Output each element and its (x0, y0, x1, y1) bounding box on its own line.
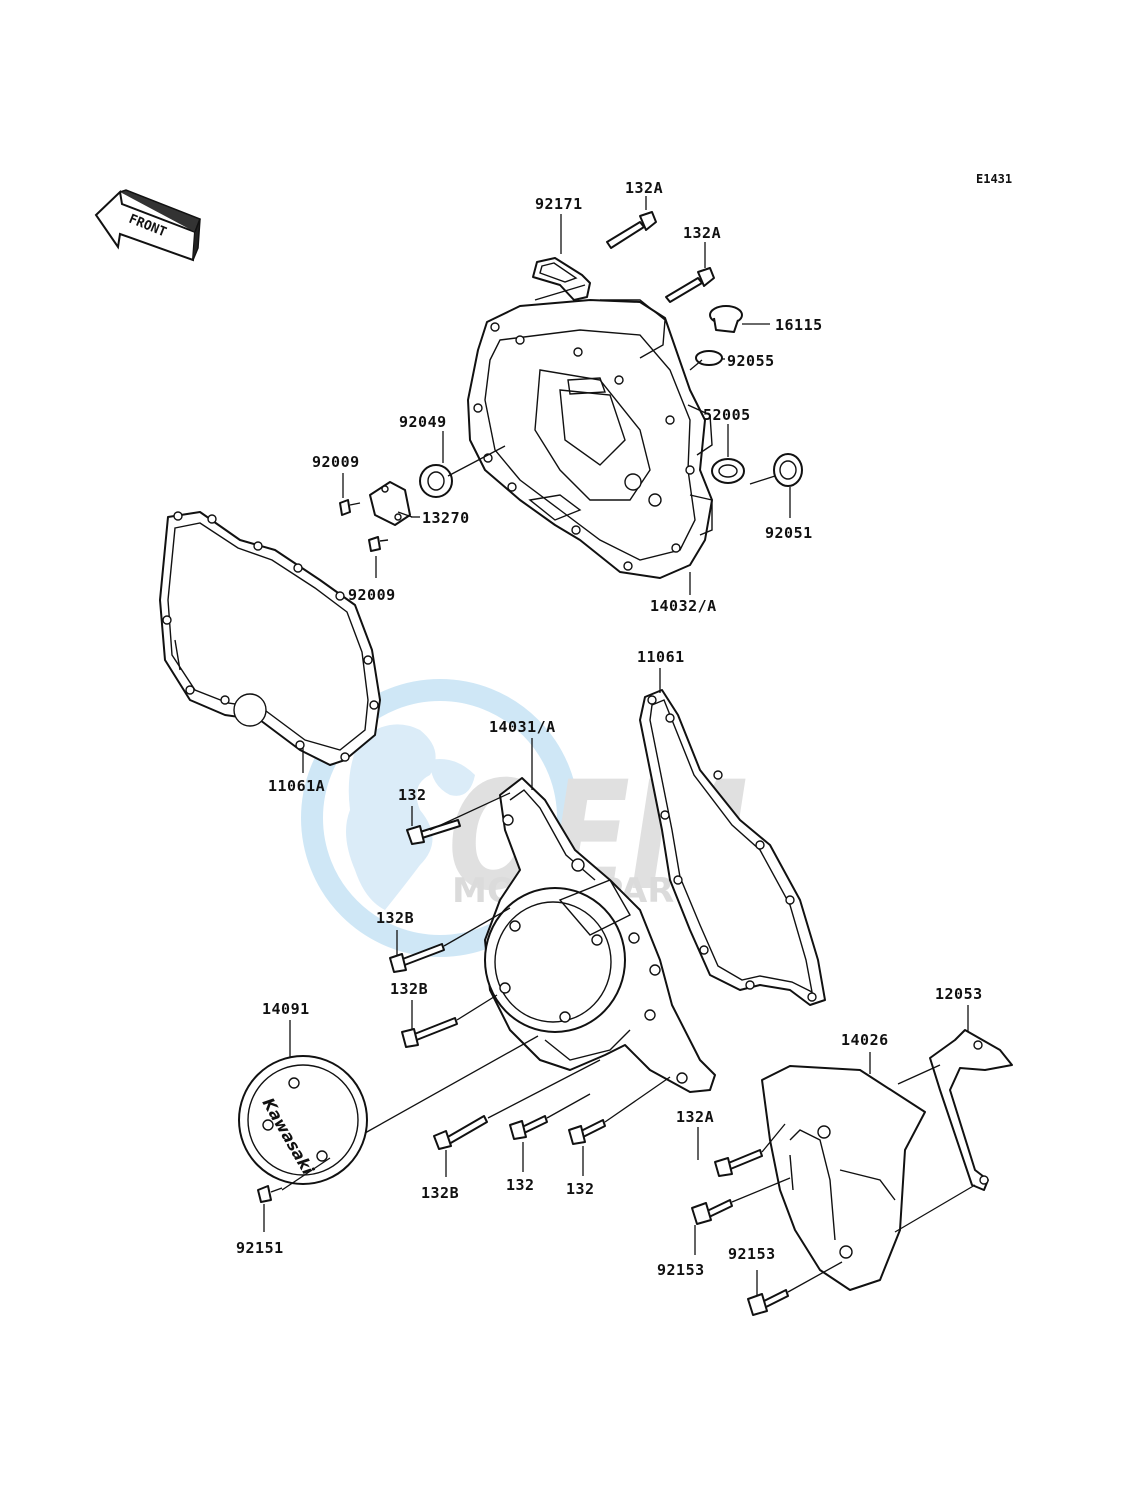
screw-92009-1 (339, 499, 361, 516)
seal-92051 (773, 453, 803, 487)
sprocket-cover-14026 (761, 1065, 926, 1291)
round-cover-14091: Kawasaki (238, 1055, 368, 1185)
label-52005: 52005 (703, 406, 751, 424)
generator-cover-14031a (484, 777, 716, 1093)
clutch-cover-upper (467, 299, 713, 579)
part-labels: 92171 132A 132A 16115 92055 52005 92049 … (236, 179, 983, 1279)
label-11061: 11061 (637, 648, 685, 666)
watermark-continents (346, 724, 475, 910)
label-132a-1: 132A (625, 179, 663, 197)
label-92009-1: 92009 (312, 453, 360, 471)
bolt-132b-1 (389, 943, 445, 973)
gasket-11061 (639, 689, 826, 1006)
bearing-92049 (419, 464, 453, 498)
bolt-132b-3 (433, 1115, 488, 1150)
bolt-92153-2 (747, 1289, 789, 1316)
bolt-132-3 (568, 1119, 606, 1145)
label-132b-1: 132B (376, 909, 414, 927)
screw-92009-2 (368, 536, 389, 552)
bolt-132-2 (509, 1115, 548, 1140)
label-14091: 14091 (262, 1000, 310, 1018)
label-92055: 92055 (727, 352, 775, 370)
label-92171: 92171 (535, 195, 583, 213)
front-arrow-icon: FRONT (94, 189, 201, 262)
label-92049: 92049 (399, 413, 447, 431)
gasket-11061a (159, 511, 381, 766)
label-92009-2: 92009 (348, 586, 396, 604)
bolt-92153-1 (691, 1199, 733, 1225)
bracket-12053 (929, 1029, 1013, 1191)
label-14031a: 14031/A (489, 718, 556, 736)
label-132-1: 132 (398, 786, 427, 804)
o-ring-92055 (695, 350, 723, 366)
bolt-132a-lower (714, 1149, 763, 1177)
plug-16115 (709, 305, 743, 333)
label-132b-3: 132B (421, 1184, 459, 1202)
label-132a-3: 132A (676, 1108, 714, 1126)
label-132-2: 132 (506, 1176, 535, 1194)
label-14032a: 14032/A (650, 597, 717, 615)
bolt-132a-upper-1 (606, 211, 657, 249)
screw-92151 (257, 1185, 283, 1203)
bolt-132-left (406, 819, 461, 845)
guide-92171 (532, 257, 591, 301)
label-16115: 16115 (775, 316, 823, 334)
label-13270: 13270 (422, 509, 470, 527)
label-132-3: 132 (566, 1180, 595, 1198)
label-132a-2: 132A (683, 224, 721, 242)
bolt-132b-2 (401, 1017, 458, 1048)
label-132b-2: 132B (390, 980, 428, 998)
label-12053: 12053 (935, 985, 983, 1003)
diagram-code: E1431 (976, 172, 1012, 186)
label-92153-2: 92153 (728, 1245, 776, 1263)
label-11061a: 11061A (268, 777, 325, 795)
label-92051: 92051 (765, 524, 813, 542)
plate-13270 (369, 481, 411, 526)
label-14026: 14026 (841, 1031, 889, 1049)
label-92153-1: 92153 (657, 1261, 705, 1279)
bolt-132a-upper-2 (665, 267, 715, 303)
seal-52005 (711, 458, 745, 484)
label-92151: 92151 (236, 1239, 284, 1257)
leader-lines (263, 196, 976, 1296)
